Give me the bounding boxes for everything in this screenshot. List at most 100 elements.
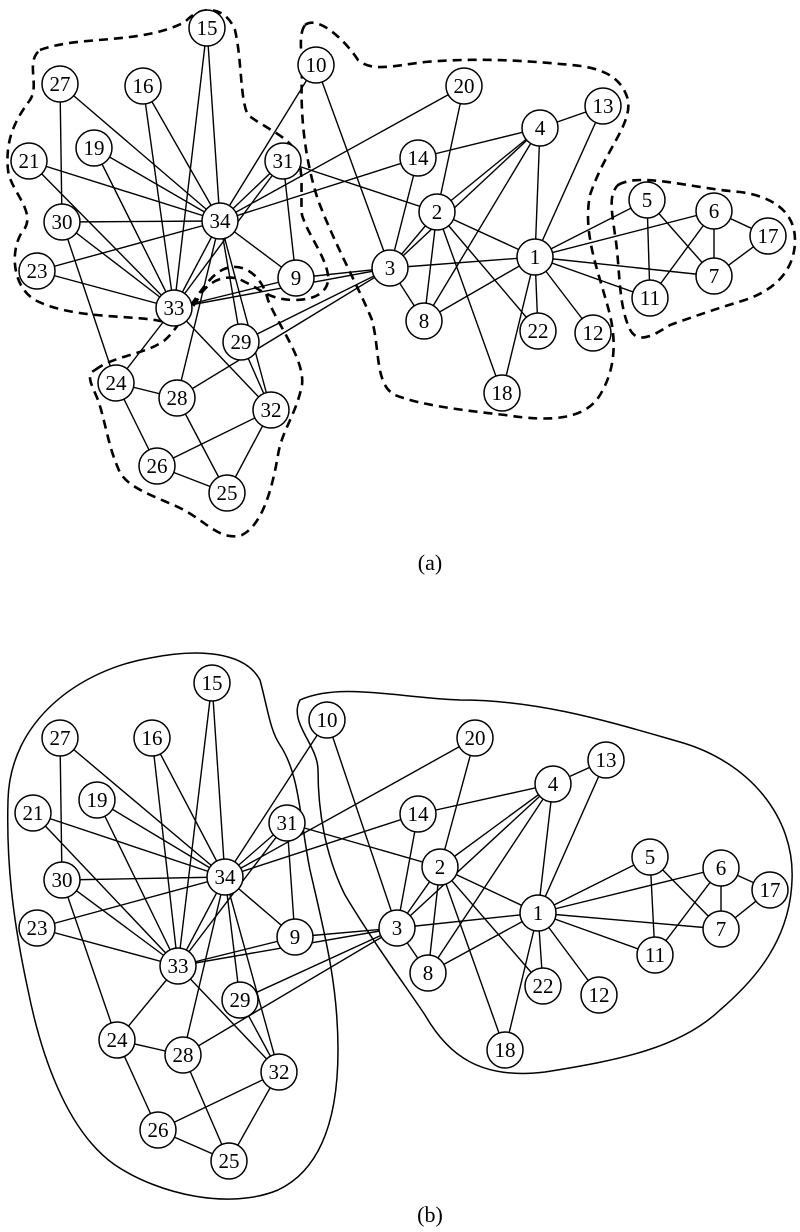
edge-16-33-b xyxy=(151,737,179,967)
edge-1-4-a xyxy=(534,127,541,258)
edge-27-34-a xyxy=(59,83,221,222)
node-25-a: 25 xyxy=(208,474,246,512)
node-circle xyxy=(483,374,521,412)
community-boundaries-b xyxy=(6,652,793,1200)
edge-21-33-b xyxy=(32,812,179,967)
node-label: 26 xyxy=(148,1118,169,1142)
node-19-a: 19 xyxy=(75,129,113,167)
edge-2-31-b xyxy=(286,822,441,868)
edge-1-11-a xyxy=(534,256,651,299)
node-1-a: 1 xyxy=(516,238,554,276)
node-label: 8 xyxy=(423,961,434,985)
node-label: 29 xyxy=(231,330,252,354)
node-22-a: 22 xyxy=(519,312,557,350)
node-circle xyxy=(98,1021,136,1059)
edge-16-33-a xyxy=(142,85,175,309)
edge-30-33-a xyxy=(61,221,175,309)
edge-14-34-b xyxy=(224,813,419,878)
edge-27-34-b xyxy=(59,737,226,878)
edge-21-33-a xyxy=(28,160,175,309)
edge-21-34-b xyxy=(32,812,226,878)
edge-27-30-a xyxy=(59,83,63,223)
node-circle xyxy=(10,142,48,180)
node-label: 6 xyxy=(716,856,727,880)
edge-32-34-b xyxy=(224,876,280,1073)
node-31-b: 31 xyxy=(268,804,306,842)
node-circle xyxy=(421,848,459,886)
edge-1-11-b xyxy=(537,912,656,956)
node-13-a: 13 xyxy=(584,87,622,125)
edge-15-34-a xyxy=(206,27,221,222)
node-label: 12 xyxy=(583,321,604,345)
node-label: 32 xyxy=(269,1060,290,1084)
node-4-b: 4 xyxy=(534,765,572,803)
node-16-b: 16 xyxy=(133,719,171,757)
edge-1-5-a xyxy=(534,199,648,258)
edge-14-34-a xyxy=(219,157,419,222)
node-33-a: 33 xyxy=(155,289,193,327)
node-circle xyxy=(164,1036,202,1074)
node-label: 14 xyxy=(408,146,430,170)
node-circle xyxy=(631,279,669,317)
node-circle xyxy=(628,181,666,219)
edge-19-34-b xyxy=(96,799,226,878)
node-label: 5 xyxy=(645,845,656,869)
edge-10-34-b xyxy=(224,719,328,878)
node-circle xyxy=(221,981,259,1019)
node-24-a: 24 xyxy=(97,364,135,402)
node-20-a: 20 xyxy=(445,67,483,105)
edge-23-34-b xyxy=(36,876,226,929)
edge-2-22-a xyxy=(436,211,539,332)
node-circle xyxy=(43,203,81,241)
edge-23-33-b xyxy=(36,927,179,967)
caption-a: (a) xyxy=(418,550,442,575)
edge-3-10-b xyxy=(326,719,398,929)
node-label: 17 xyxy=(758,224,779,248)
node-circle xyxy=(75,129,113,167)
node-circle xyxy=(409,954,447,992)
node-24-b: 24 xyxy=(98,1021,136,1059)
node-18-a: 18 xyxy=(483,374,521,412)
edge-26-32-a xyxy=(156,409,272,467)
node-2-a: 2 xyxy=(418,193,456,231)
node-28-a: 28 xyxy=(158,379,196,417)
edge-2-22-b xyxy=(439,866,544,987)
node-label: 18 xyxy=(492,381,513,405)
node-3-b: 3 xyxy=(378,909,416,947)
node-circle xyxy=(308,701,346,739)
node-label: 25 xyxy=(219,1149,240,1173)
node-15-b: 15 xyxy=(193,664,231,702)
edge-4-14-b xyxy=(417,783,554,815)
edge-28-34-a xyxy=(176,220,221,399)
node-26-a: 26 xyxy=(138,447,176,485)
node-27-b: 27 xyxy=(41,719,79,757)
node-label: 10 xyxy=(306,53,327,77)
edge-4-8-b xyxy=(427,783,554,974)
node-33-b: 33 xyxy=(159,947,197,985)
node-label: 9 xyxy=(290,925,301,949)
node-19-b: 19 xyxy=(78,781,116,819)
node-circle xyxy=(41,65,79,103)
edge-1-7-b xyxy=(537,912,722,930)
node-label: 16 xyxy=(133,74,154,98)
edge-4-14-a xyxy=(417,127,541,159)
node-circle xyxy=(18,252,56,290)
node-circle xyxy=(456,719,494,757)
node-4-a: 4 xyxy=(521,109,559,147)
node-17-b: 17 xyxy=(751,871,789,909)
edge-3-29-b xyxy=(239,927,398,1001)
node-label: 7 xyxy=(709,264,720,288)
node-12-b: 12 xyxy=(580,976,618,1014)
edge-1-18-a xyxy=(501,256,536,394)
edge-30-34-b xyxy=(61,876,226,881)
node-7-a: 7 xyxy=(695,257,733,295)
edge-3-4-b xyxy=(396,783,554,929)
edge-16-34-b xyxy=(151,737,226,878)
edge-9-33-a xyxy=(173,277,297,309)
node-label: 13 xyxy=(596,748,617,772)
node-label: 3 xyxy=(385,256,396,280)
node-13-b: 13 xyxy=(587,741,625,779)
edge-1-13-a xyxy=(534,105,604,258)
node-circle xyxy=(139,1111,177,1149)
